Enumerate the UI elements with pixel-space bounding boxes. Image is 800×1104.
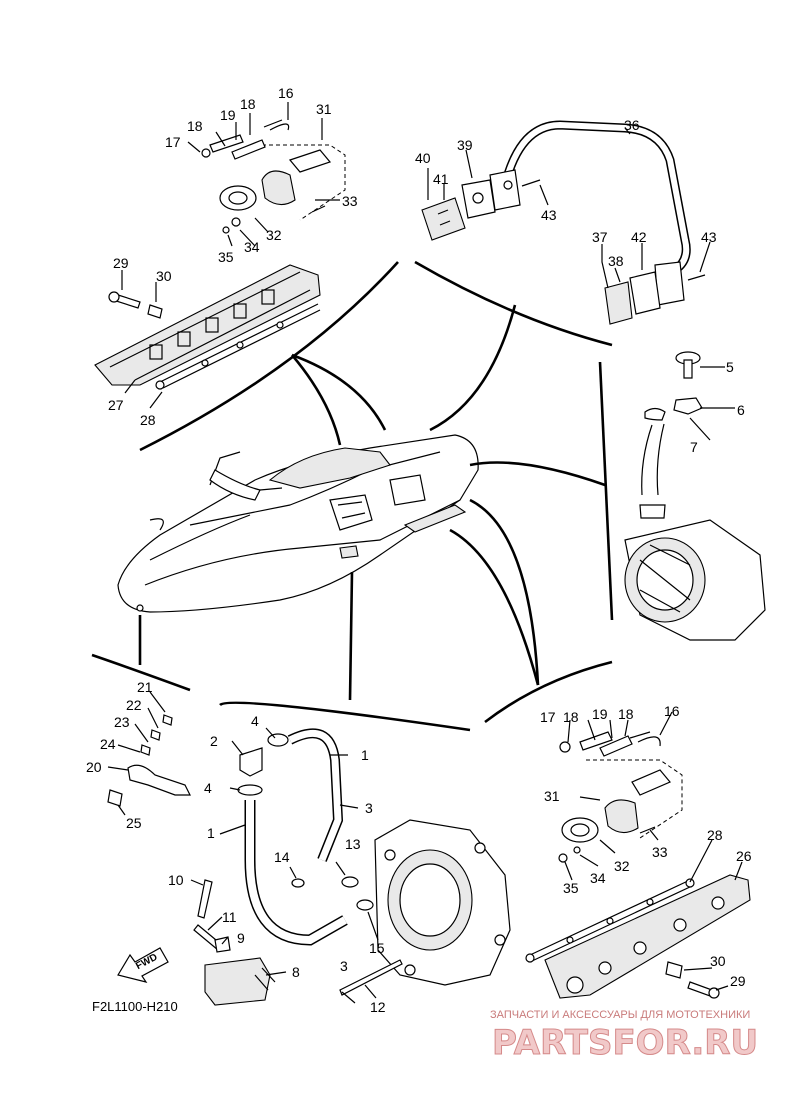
right-assembly [598,351,766,641]
callout-32: 32 [614,858,630,874]
callout-31: 31 [316,101,332,117]
callout-20: 20 [86,759,102,775]
callout-14: 14 [274,849,290,865]
callout-34: 34 [244,239,260,255]
callout-18: 18 [187,118,203,134]
assembly-arrows [91,304,613,732]
callout-32: 32 [266,227,282,243]
top-right-assembly [414,120,711,347]
callout-36: 36 [624,117,640,133]
callout-28: 28 [140,412,156,428]
callout-11: 11 [222,909,237,925]
callout-28: 28 [707,827,723,843]
callout-3: 3 [340,958,348,974]
callout-37: 37 [592,229,608,245]
callout-4: 4 [251,713,259,729]
callout-18: 18 [563,709,579,725]
callout-34: 34 [590,870,606,886]
top-left-assembly [94,102,399,452]
callout-21: 21 [137,679,153,695]
callout-29: 29 [730,973,746,989]
watermark-logo: PARTSFOR.RU [492,1023,758,1063]
watermark-tagline: ЗАПЧАСТИ И АКСЕССУАРЫ ДЛЯ МОТОТЕХНИКИ [490,1009,750,1021]
callout-3: 3 [365,800,373,816]
callout-29: 29 [113,255,129,271]
callout-17: 17 [540,709,556,725]
callout-2: 2 [210,733,218,749]
callout-5: 5 [726,359,734,375]
callout-35: 35 [563,880,579,896]
callout-15: 15 [369,940,385,956]
callout-1: 1 [361,747,369,763]
callout-23: 23 [114,714,130,730]
callout-1: 1 [207,825,215,841]
callout-10: 10 [168,872,184,888]
diagram-code: F2L1100-H210 [92,999,178,1014]
callout-40: 40 [415,150,431,166]
callout-4: 4 [204,780,212,796]
callout-22: 22 [126,697,142,713]
callout-17: 17 [165,134,181,150]
callout-27: 27 [108,397,124,413]
callout-43: 43 [541,207,557,223]
callout-25: 25 [126,815,142,831]
bottom-left-assembly [107,691,191,816]
watercraft-hull [117,434,479,613]
callout-18: 18 [240,96,256,112]
callout-16: 16 [664,703,680,719]
callout-19: 19 [592,706,608,722]
callout-19: 19 [220,107,236,123]
callout-43: 43 [701,229,717,245]
callout-38: 38 [608,253,624,269]
fwd-arrow [117,947,169,983]
bottom-right-assembly [525,711,751,999]
callout-7: 7 [690,439,698,455]
callout-labels: 16 31 18 19 18 17 33 32 34 35 29 30 27 2… [86,85,752,1015]
callout-6: 6 [737,402,745,418]
callout-33: 33 [652,844,668,860]
callout-42: 42 [631,229,647,245]
callout-24: 24 [100,736,116,752]
callout-30: 30 [710,953,726,969]
callout-31: 31 [544,788,560,804]
callout-18: 18 [618,706,634,722]
callout-16: 16 [278,85,294,101]
callout-26: 26 [736,848,752,864]
callout-12: 12 [370,999,386,1015]
callout-33: 33 [342,193,358,209]
callout-35: 35 [218,249,234,265]
callout-13: 13 [345,836,361,852]
callout-9: 9 [237,930,245,946]
callout-41: 41 [433,171,449,187]
bottom-center-assembly [117,727,511,1006]
callout-8: 8 [292,964,300,980]
callout-39: 39 [457,137,473,153]
callout-30: 30 [156,268,172,284]
